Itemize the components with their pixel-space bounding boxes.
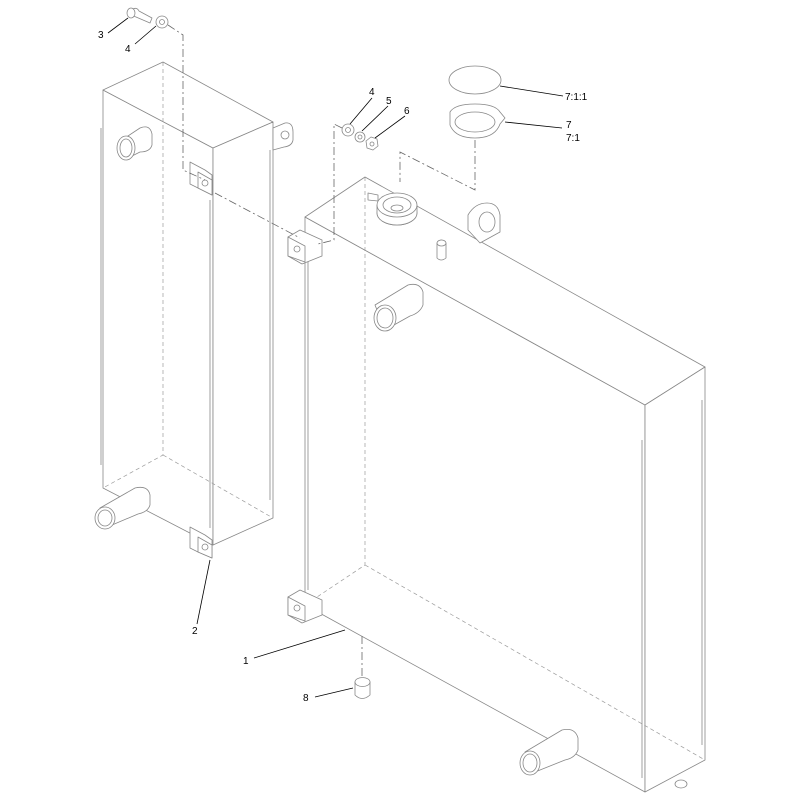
leader-2: [196, 559, 211, 625]
callout-7: 7: [566, 120, 572, 131]
radiator-filler-neck: [367, 192, 418, 226]
radiator-cap-part-7: [449, 103, 506, 139]
callout-6: 6: [404, 106, 410, 117]
callout-4-lower: 4: [369, 87, 375, 98]
assembly-line-bracket: [214, 192, 301, 239]
lock-washer-part-5: [354, 131, 366, 143]
radiator-upper-inlet: [373, 283, 424, 332]
leader-4a: [134, 25, 157, 45]
oil-cooler: [94, 61, 294, 559]
callout-7-1-1: 7:1:1: [565, 92, 588, 103]
leader-5: [361, 105, 389, 132]
washer-part-4-upper: [155, 15, 169, 29]
callout-4-upper: 4: [125, 44, 131, 55]
oil-cooler-lower-bracket: [189, 526, 213, 559]
radiator-foot: [674, 779, 688, 789]
radiator-lower-bracket: [287, 589, 323, 624]
callout-2: 2: [192, 626, 198, 637]
drain-plug-part-8: [354, 677, 371, 699]
leader-1: [253, 629, 346, 659]
radiator-upper-bracket: [287, 229, 323, 265]
leader-7: [504, 121, 563, 129]
callout-1: 1: [243, 656, 249, 667]
oil-cooler-upper-port: [116, 126, 153, 161]
radiator-vent-pin: [436, 239, 447, 261]
leader-4b: [349, 97, 373, 125]
callout-7-1: 7:1: [566, 133, 580, 144]
radiator-lower-outlet: [519, 728, 579, 776]
radiator-side-face: [644, 366, 706, 793]
leader-6: [374, 115, 406, 139]
leader-7-1-1: [499, 85, 564, 97]
callout-3: 3: [98, 30, 104, 41]
callout-5: 5: [386, 96, 392, 107]
radiator: [287, 176, 706, 793]
washer-part-4-lower: [341, 123, 355, 137]
assembly-line-bolt: [167, 24, 206, 181]
oil-cooler-lower-port: [94, 486, 151, 530]
leader-3: [107, 17, 129, 34]
bolt-part-3: [126, 7, 153, 24]
cap-seal-part-7-1-1: [448, 65, 502, 95]
assembly-line-washer-stack: [317, 123, 343, 245]
oil-cooler-upper-bracket: [189, 161, 213, 196]
oil-cooler-side-face: [212, 121, 274, 546]
nut-part-6: [365, 136, 379, 151]
callout-8: 8: [303, 693, 309, 704]
oil-cooler-side-tab: [272, 122, 294, 151]
radiator-top-tab: [467, 202, 501, 244]
assembly-line-cap: [399, 140, 476, 191]
oil-cooler-front-face: [102, 89, 214, 546]
leader-8: [314, 687, 354, 698]
